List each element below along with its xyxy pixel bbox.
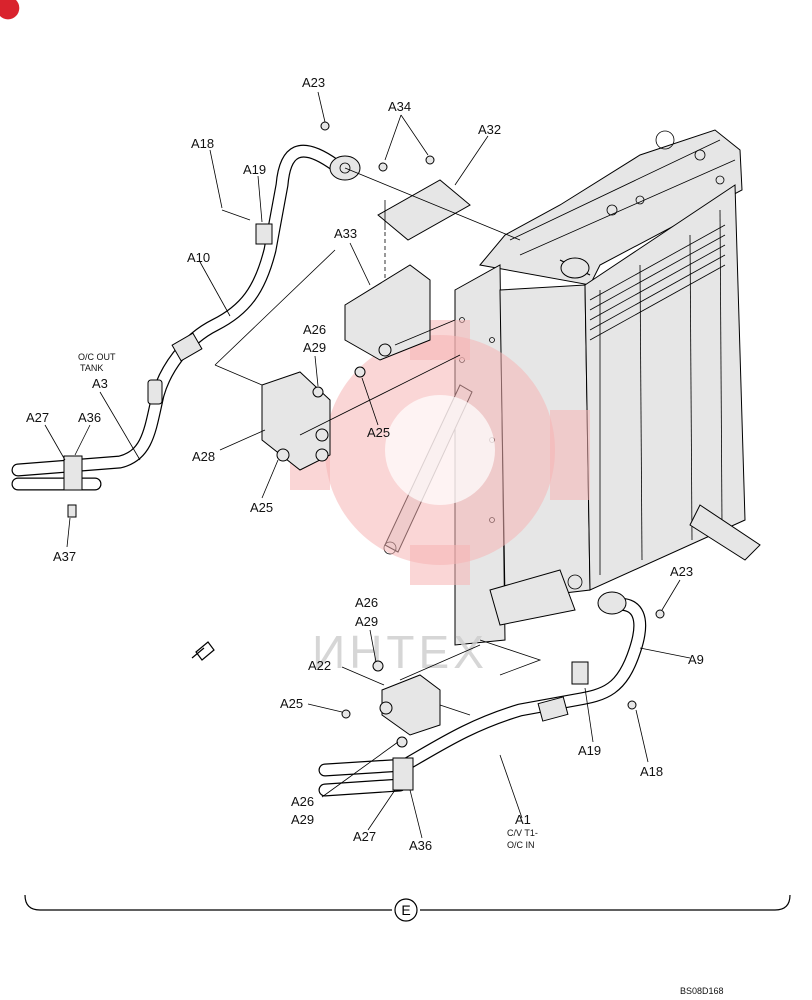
label-a18-top: A18 [191, 136, 214, 151]
label-a23-right: A23 [670, 564, 693, 579]
label-a32: A32 [478, 122, 501, 137]
label-a18-low: A18 [640, 764, 663, 779]
label-a37: A37 [53, 549, 76, 564]
label-a29-mid: A29 [303, 340, 326, 355]
label-a9: A9 [688, 652, 704, 667]
label-oc-out-line1: O/C OUT [78, 352, 116, 362]
label-a25-low: A25 [280, 696, 303, 711]
section-marker-e: E [401, 902, 410, 918]
label-a23-top: A23 [302, 75, 325, 90]
label-a29-low: A29 [355, 614, 378, 629]
label-a36-bottom: A36 [409, 838, 432, 853]
cooler-fins [589, 224, 726, 341]
label-a25-mid: A25 [367, 425, 390, 440]
label-a26-low: A26 [355, 595, 378, 610]
label-a33: A33 [334, 226, 357, 241]
hose-a9-a1 [318, 591, 665, 797]
label-a3: A3 [92, 376, 108, 391]
label-a19-top: A19 [243, 162, 266, 177]
drawing-reference: BS08D168 [680, 986, 724, 996]
watermark-text: ИНТЕХ [312, 626, 488, 678]
label-leaders [44, 91, 691, 839]
part-labels: A23 A34 A32 A18 A19 A33 A10 A26 A29 O/C … [26, 75, 704, 853]
label-a27-left: A27 [26, 410, 49, 425]
label-a28: A28 [192, 449, 215, 464]
brackets-upper [214, 121, 521, 471]
label-oc-out-line2: TANK [80, 363, 103, 373]
label-a22: A22 [308, 658, 331, 673]
label-a1: A1 [515, 812, 531, 827]
label-a10: A10 [187, 250, 210, 265]
label-a36-left: A36 [78, 410, 101, 425]
hose-a10-a3 [11, 144, 361, 518]
section-brace: E [24, 894, 791, 922]
label-a26-mid: A26 [303, 322, 326, 337]
label-a25-left: A25 [250, 500, 273, 515]
direction-arrow-icon [191, 641, 215, 661]
label-cvt1-line1: C/V T1- [507, 828, 538, 838]
corner-mark-icon [0, 0, 20, 20]
label-a34: A34 [388, 99, 411, 114]
label-a19-low: A19 [578, 743, 601, 758]
label-cvt1-line2: O/C IN [507, 840, 535, 850]
label-a27-bottom: A27 [353, 829, 376, 844]
label-a29-bottom: A29 [291, 812, 314, 827]
label-a26-bottom: A26 [291, 794, 314, 809]
